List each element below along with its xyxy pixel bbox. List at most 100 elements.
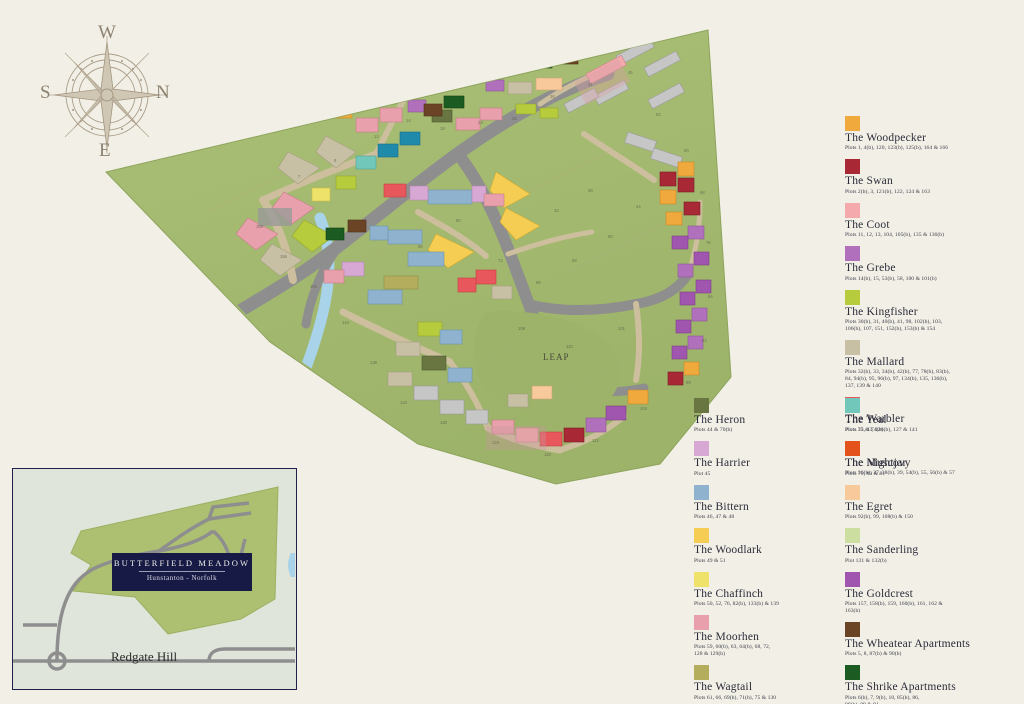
svg-text:110: 110 [566, 344, 573, 349]
svg-text:130: 130 [440, 420, 448, 425]
legend-house-type-name: The Coot [845, 218, 890, 231]
svg-text:88: 88 [418, 244, 423, 249]
legend-plot-numbers: Plots 49 & 51 [694, 557, 726, 564]
svg-text:144: 144 [342, 320, 350, 325]
legend-house-type-name: The Muscovy [845, 456, 911, 469]
building-cluster-central [323, 171, 541, 305]
svg-text:38: 38 [588, 188, 593, 193]
legend-house-type-name: The Teal [845, 414, 887, 426]
leap-label: LEAP [543, 352, 570, 362]
legend-colour-swatch [845, 621, 860, 637]
legend-plot-numbers: Plots 30(b), 31, 40(b), 41, 98, 102(b), … [845, 318, 943, 332]
compass-label-left: S [40, 82, 52, 103]
parking-areas [258, 58, 631, 450]
svg-text:104: 104 [640, 406, 648, 411]
legend-colour-swatch [845, 441, 860, 457]
compass-rose: W N E S [34, 22, 180, 168]
svg-text:92: 92 [702, 338, 707, 343]
svg-text:14: 14 [406, 118, 411, 123]
svg-text:159: 159 [256, 224, 264, 229]
legend-house-type-name: The Wagtail [694, 681, 753, 694]
svg-text:41: 41 [588, 82, 593, 87]
legend-colour-swatch [694, 484, 709, 500]
compass-rose-graphic [48, 36, 166, 154]
building-blocks [235, 37, 712, 447]
legend-house-type-name: The Shrike Apartments [845, 681, 956, 694]
svg-text:72: 72 [498, 258, 503, 263]
development-name-plate: BUTTERFIELD MEADOW Hunstanton - Norfolk [112, 553, 252, 591]
legend-colour-swatch [845, 484, 860, 500]
road-branch-east[interactable] [523, 269, 693, 315]
svg-text:7: 7 [298, 174, 301, 179]
legend-house-type-name: The Woodlark [694, 544, 763, 557]
svg-text:80: 80 [456, 218, 461, 223]
legend-house-type-name: The Swan [845, 175, 893, 188]
legend-colour-swatch [845, 398, 860, 413]
svg-text:29: 29 [512, 116, 517, 121]
inset-water [288, 553, 295, 577]
nameplate-divider [139, 571, 225, 572]
svg-text:33: 33 [554, 208, 559, 213]
svg-text:68: 68 [700, 190, 705, 195]
site-access-road[interactable] [112, 308, 246, 358]
legend-plot-numbers: Plots 44 & 70(b) [694, 427, 733, 434]
svg-text:50: 50 [608, 234, 613, 239]
legend-colour-swatch [845, 202, 860, 218]
legend-plot-numbers: Plots 61, 66, 69(b), 71(b), 75 & 130 [694, 694, 777, 701]
building-cluster-south [387, 321, 649, 447]
svg-text:118: 118 [544, 452, 551, 457]
legend-colour-swatch [694, 528, 709, 544]
svg-text:134: 134 [400, 400, 408, 405]
legend-house-type-name: The Heron [694, 414, 746, 426]
legend-house-type-name: The Harrier [694, 457, 751, 470]
legend-house-type-name: The Moorhen [694, 630, 760, 643]
legend-house-type-name: The Sanderling [845, 544, 919, 557]
legend-colour-swatch [845, 528, 860, 544]
svg-text:12: 12 [374, 134, 379, 139]
legend-plot-numbers: Plots 35, 43, 126(b), 127 & 141 [845, 426, 918, 433]
legend-plot-numbers: Plots 1, 4(b), 120, 123(b), 125(b), 164 … [845, 145, 949, 152]
location-inset-map[interactable]: BUTTERFIELD MEADOW Hunstanton - Norfolk … [12, 468, 297, 690]
compass-label-top: W [98, 22, 117, 43]
legend-plot-numbers: Plots 92(b), 99, 108(b) & 150 [845, 514, 913, 521]
legend-colour-swatch [694, 614, 709, 630]
svg-text:124: 124 [492, 440, 500, 445]
svg-text:155: 155 [280, 254, 288, 259]
svg-text:52: 52 [656, 112, 661, 117]
